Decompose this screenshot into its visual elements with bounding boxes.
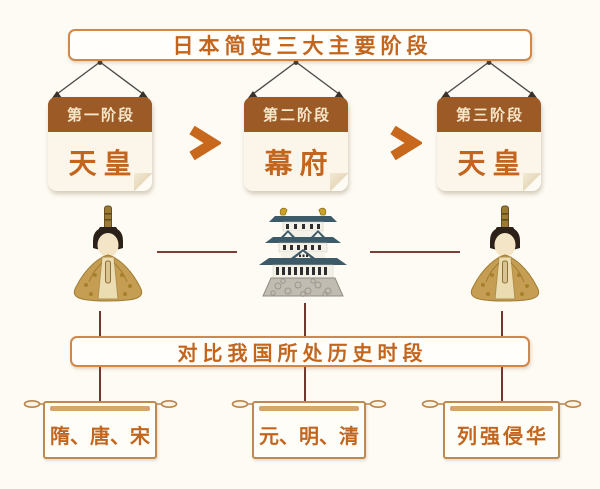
period-scroll-2: 元、明、清 xyxy=(252,401,366,459)
page-curl-icon xyxy=(330,173,348,191)
stage-card-3: 第三阶段 天皇 xyxy=(437,97,541,191)
stage-card-2-body-label: 幕府 xyxy=(264,146,335,180)
scroll-rod-strip xyxy=(450,406,553,411)
period-scroll-3: 列强侵华 xyxy=(443,401,560,459)
comparison-banner: 对比我国所处历史时段 xyxy=(70,336,530,367)
period-scroll-1: 隋、唐、宋 xyxy=(43,401,157,459)
period-scroll-3-label: 列强侵华 xyxy=(457,423,549,448)
stage-card-3-header-label: 第三阶段 xyxy=(455,106,524,124)
chevron-right-icon xyxy=(189,126,221,160)
string-icon xyxy=(445,61,533,95)
period-scroll-1-label: 隋、唐、宋 xyxy=(50,423,150,448)
japanese-castle-icon xyxy=(253,206,353,298)
stage-card-2-header-label: 第二阶段 xyxy=(262,106,331,124)
pin-icon xyxy=(486,60,492,65)
comparison-banner-text: 对比我国所处历史时段 xyxy=(177,341,428,365)
stage-card-1-header-label: 第一阶段 xyxy=(66,106,135,124)
string-icon xyxy=(56,61,144,95)
stage-card-3-body-label: 天皇 xyxy=(457,146,528,180)
stage-card-2: 第二阶段 幕府 xyxy=(244,97,348,191)
title-banner-text: 日本简史三大主要阶段 xyxy=(172,34,433,58)
pin-icon xyxy=(293,60,299,65)
period-scroll-2-label: 元、明、清 xyxy=(259,423,359,448)
emperor-doll-icon xyxy=(463,205,547,305)
emperor-doll-icon xyxy=(66,205,150,305)
stage-card-1-body-label: 天皇 xyxy=(68,146,139,180)
string-icon xyxy=(252,61,340,95)
chevron-right-icon xyxy=(390,126,422,160)
stage-card-1: 第一阶段 天皇 xyxy=(48,97,152,191)
page-curl-icon xyxy=(523,173,541,191)
stage-card-2-header: 第二阶段 xyxy=(244,97,348,132)
stage-card-1-header: 第一阶段 xyxy=(48,97,152,132)
stage-card-2-body: 幕府 xyxy=(244,132,348,191)
scroll-rod-strip xyxy=(50,406,150,411)
card-hooks-icon xyxy=(52,91,537,98)
pin-icon xyxy=(97,60,103,65)
page-curl-icon xyxy=(134,173,152,191)
stage-card-3-header: 第三阶段 xyxy=(437,97,541,132)
scroll-rod-strip xyxy=(259,406,359,411)
stage-card-3-body: 天皇 xyxy=(437,132,541,191)
stage-card-1-body: 天皇 xyxy=(48,132,152,191)
title-banner: 日本简史三大主要阶段 xyxy=(68,29,532,61)
